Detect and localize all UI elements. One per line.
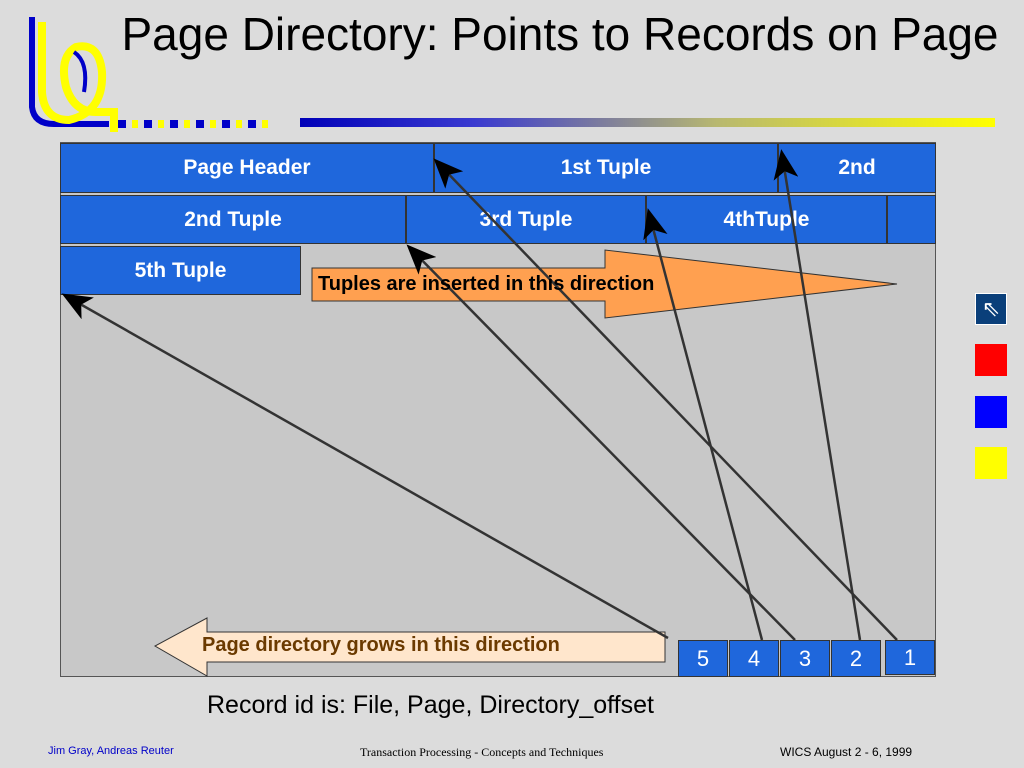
tuple-3-block: 3rd Tuple xyxy=(406,195,646,244)
directory-slot-3: 3 xyxy=(780,640,830,677)
pointer-line-2 xyxy=(773,149,862,641)
directory-slot-4: 4 xyxy=(729,640,779,677)
pointer-line-5 xyxy=(61,293,669,640)
page-header-block: Page Header xyxy=(60,143,434,193)
insert-direction-arrow xyxy=(311,249,898,319)
empty-tuple-block xyxy=(887,195,936,244)
directory-direction-label: Page directory grows in this direction xyxy=(202,634,560,656)
tuple-5-block: 5th Tuple xyxy=(60,246,301,295)
record-id-text: Record id is: File, Page, Directory_offs… xyxy=(207,691,654,719)
tuple-2-block: 2nd Tuple xyxy=(60,195,406,244)
tuple-2-part-block: 2nd xyxy=(778,143,936,193)
footer-event: WICS August 2 - 6, 1999 xyxy=(780,745,913,759)
directory-direction-arrow xyxy=(153,617,666,677)
red-nav-button[interactable] xyxy=(975,344,1007,376)
insert-direction-label: Tuples are inserted in this direction xyxy=(318,273,655,295)
directory-slot-5: 5 xyxy=(678,640,728,677)
footer-book: Transaction Processing - Concepts and Te… xyxy=(360,745,604,759)
blue-nav-button[interactable] xyxy=(975,396,1007,428)
pointer-line-4 xyxy=(643,208,764,641)
title-underline xyxy=(300,118,995,127)
pointer-line-3 xyxy=(406,244,796,641)
footer-authors: Jim Gray, Andreas Reuter xyxy=(48,745,174,757)
arrow-up-left-icon[interactable]: ⇖ xyxy=(975,293,1007,325)
directory-slot-1: 1 xyxy=(885,640,935,675)
pointer-line-1 xyxy=(433,158,898,641)
directory-slot-2: 2 xyxy=(831,640,881,677)
page-title: Page Directory: Points to Records on Pag… xyxy=(121,8,999,60)
logo-icon xyxy=(29,17,118,132)
tuple-1-block: 1st Tuple xyxy=(434,143,778,193)
title-dots-decoration xyxy=(118,120,268,128)
tuple-4-block: 4thTuple xyxy=(646,195,887,244)
yellow-nav-button[interactable] xyxy=(975,447,1007,479)
